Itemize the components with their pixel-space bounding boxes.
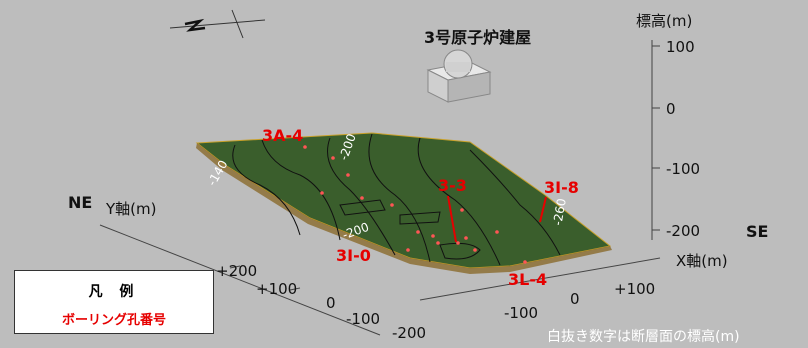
y-axis-line (99, 224, 381, 336)
y-tick-label: +100 (256, 280, 298, 298)
x-axis-title: X軸(m) (676, 252, 728, 270)
borehole-line (447, 195, 457, 243)
y-tick-label: -200 (392, 324, 427, 342)
borehole-label-3l-4: 3L-4 (508, 270, 548, 289)
borehole-line (539, 196, 547, 223)
direction-se: SE (746, 222, 769, 241)
z-tick-label: -100 (666, 160, 701, 178)
north-arrow-icon (169, 9, 266, 39)
z-tick-label: -200 (666, 222, 701, 240)
borehole-label-3a-4: 3A-4 (262, 126, 304, 145)
borehole-label-3i-8: 3I-8 (544, 178, 579, 197)
y-tick-mark (229, 265, 241, 269)
direction-ne: NE (68, 193, 93, 212)
z-axis-title: 標高(m) (636, 12, 693, 30)
y-tick-label: -100 (346, 310, 381, 328)
y-tick-label: 0 (326, 294, 336, 312)
legend-box: 凡 例 ボーリング孔番号 (14, 270, 214, 334)
legend-title: 凡 例 (88, 284, 140, 300)
borehole-points (303, 145, 527, 264)
x-tick-label: 0 (570, 290, 580, 308)
reactor-building-icon (426, 49, 492, 103)
y-tick-mark (289, 287, 301, 291)
x-tick-label: -100 (504, 304, 539, 322)
building-label: 3号原子炉建屋 (424, 28, 532, 47)
borehole-label-3i-0: 3I-0 (336, 246, 371, 265)
y-tick-label: +200 (216, 262, 258, 280)
x-tick-label: +100 (614, 280, 656, 298)
x-axis-line (419, 257, 661, 301)
y-axis-title: Y軸(m) (106, 200, 157, 218)
fault-plane-surface (195, 132, 612, 274)
contour-note: 白抜き数字は断層面の標高(m) (547, 329, 740, 345)
z-tick-label: 0 (666, 100, 676, 118)
legend-borehole-entry: ボーリング孔番号 (61, 313, 166, 328)
borehole-label-3-3: 3-3 (438, 176, 467, 195)
z-tick-label: 100 (666, 38, 695, 56)
contour-lines (232, 133, 561, 266)
